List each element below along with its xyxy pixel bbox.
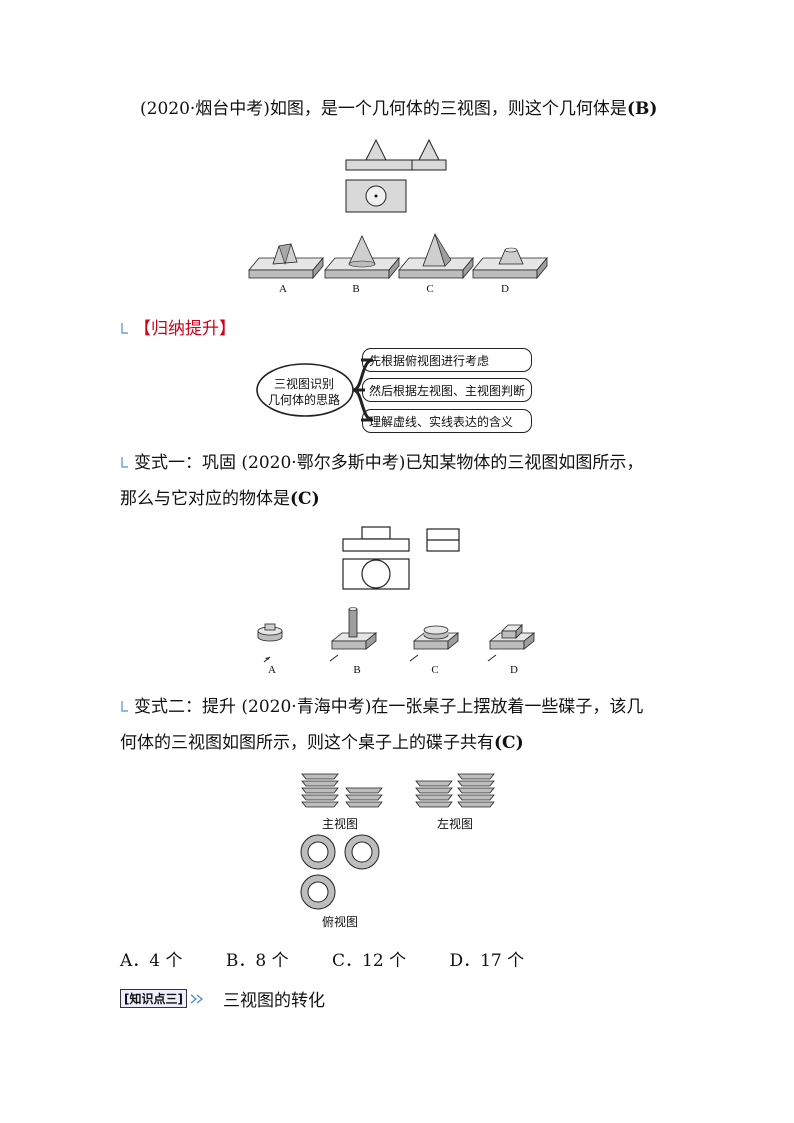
q2-option-d-solid [487,624,536,662]
q2-option-a-label: A [268,664,276,676]
q2-option-a-solid [257,623,283,663]
summary-title-row: 【归纳提升】 [120,314,236,339]
knowledge-badge: [知识点三] [120,989,187,1008]
q1-option-a-solid [248,243,324,280]
marker-icon [121,701,128,712]
q1-option-b-label: B [352,283,360,295]
q2-stem-1: 变式一：巩固 (2020·鄂尔多斯中考)已知某物体的三视图如图所示， [134,453,644,473]
knowledge-row: [知识点三] 三视图的转化 [120,986,325,1011]
summary-center: 三视图识别 几何体的思路 [261,376,347,408]
summary-step-3: 理解虚线、实线表达的含义 [362,409,532,433]
q3-front-stack-2 [345,787,383,808]
q3-top-ring-2 [344,834,380,870]
summary-step-2: 然后根据左视图、主视图判断 [362,378,532,402]
q3-line2: 何体的三视图如图所示，则这个桌子上的碟子共有(C) [120,730,524,756]
q3-line1: 变式二：提升 (2020·青海中考)在一张桌子上摆放着一些碟子，该几 [120,694,643,720]
summary-center-line2: 几何体的思路 [267,393,340,407]
q3-answer: (C) [494,733,524,753]
q2-stem-2: 那么与它对应的物体是 [120,489,290,509]
q1-three-views [345,138,447,213]
q1-option-b-solid [324,235,400,280]
q1-option-solids [248,232,548,280]
q1-option-a-label: A [279,283,287,295]
q1-front-cone [365,138,387,161]
q1-option-c-label: C [426,283,434,295]
q3-left-view-label: 左视图 [437,817,474,831]
summary-brace [256,358,374,422]
q2-line2: 那么与它对应的物体是(C) [120,486,320,512]
knowledge-title: 三视图的转化 [222,991,325,1011]
q3-stem-1: 变式二：提升 (2020·青海中考)在一张桌子上摆放着一些碟子，该几 [134,697,644,717]
q3-left-stack-1 [415,780,453,808]
q2-option-b-label: B [353,664,361,676]
marker-icon [121,457,128,468]
q1-left-slab [411,159,447,171]
q3-top-view-label: 俯视图 [322,915,359,929]
q3-top-ring-3 [300,874,336,910]
q2-answer: (C) [290,489,320,509]
double-arrow-icon [190,993,204,1004]
summary-step-1: 先根据俯视图进行考虑 [362,348,532,372]
q2-line1: 变式一：巩固 (2020·鄂尔多斯中考)已知某物体的三视图如图所示， [120,450,643,476]
q2-option-solids [257,607,536,663]
q1-top-dot [374,194,378,198]
summary-center-line1: 三视图识别 [273,377,334,391]
q3-front-stack-1 [301,773,339,808]
q3-front-view-label: 主视图 [322,817,359,831]
q3-option-a: A．4 个 [120,951,183,971]
q3-option-c: C．12 个 [332,951,407,971]
q1-option-d-label: D [501,283,509,295]
q2-option-c-label: C [431,664,439,676]
q1-option-d-solid [472,247,548,280]
q3-top-view [300,834,380,910]
q1-left-cone [418,138,440,161]
q3-top-ring-1 [300,834,336,870]
q3-options: A．4 个 B．8 个 C．12 个 D．17 个 [120,946,562,971]
q3-option-b: B．8 个 [225,951,289,971]
q2-option-b-solid [329,607,378,662]
q1-text: (2020·烟台中考)如图，是一个几何体的三视图，则这个几何体是(B) [140,96,657,122]
marker-icon [121,323,128,334]
q1-answer: (B) [626,99,658,119]
q3-left-stack-2 [457,773,495,808]
summary-title: 【归纳提升】 [134,319,236,339]
q3-plate-views [301,773,495,808]
q3-stem-2: 何体的三视图如图所示，则这个桌子上的碟子共有 [120,733,494,753]
q2-option-c-solid [409,625,460,662]
q2-option-d-label: D [510,664,518,676]
q1-stem: (2020·烟台中考)如图，是一个几何体的三视图，则这个几何体是 [140,99,627,119]
q1-option-c-solid [398,232,474,280]
q1-front-slab [345,159,415,171]
q2-three-views [342,526,460,590]
q3-option-d: D．17 个 [449,951,525,971]
